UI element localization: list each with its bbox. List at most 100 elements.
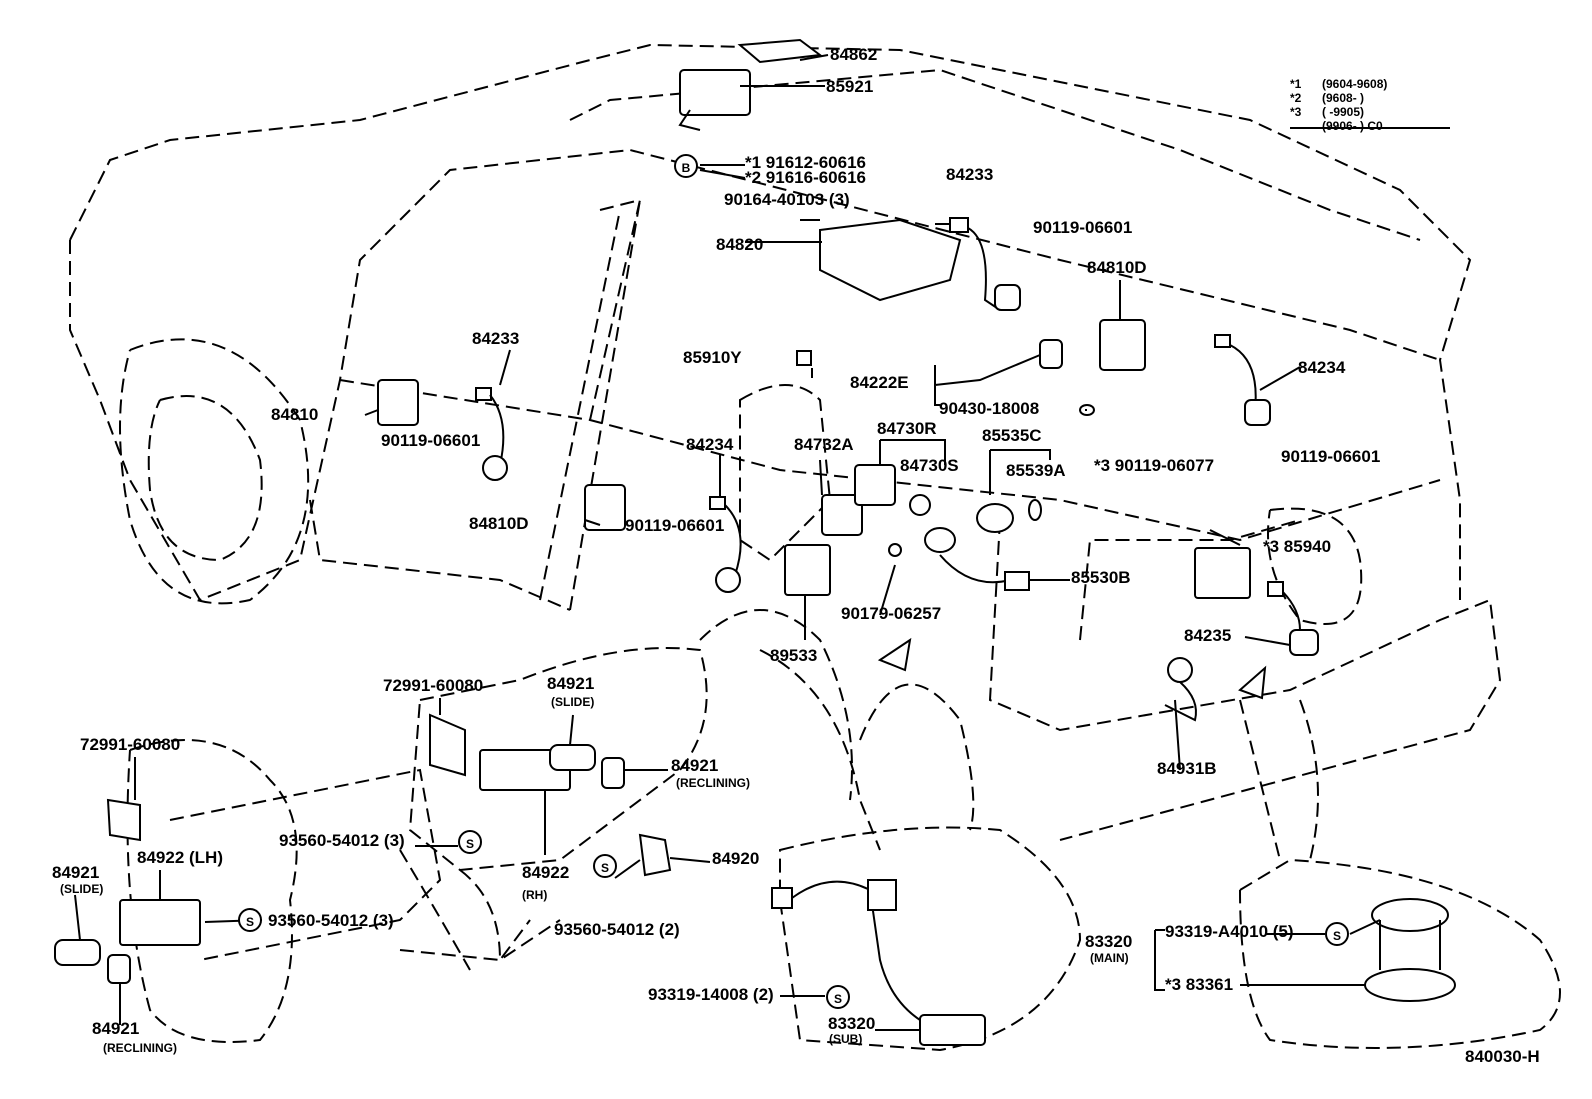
callout-circle <box>674 154 698 178</box>
part-label: *3 85940 <box>1263 537 1331 556</box>
part-84820 <box>819 218 962 302</box>
callout-circle <box>458 830 482 854</box>
part-label: (SLIDE) <box>551 695 594 709</box>
part-label: *3 83361 <box>1165 975 1233 994</box>
part-84921-reclining-right <box>601 757 625 789</box>
part-label: (RECLINING) <box>103 1041 177 1055</box>
part-84730S <box>909 494 931 516</box>
part-label: 90179-06257 <box>841 604 941 623</box>
part-label: 85910Y <box>683 348 742 367</box>
diagram-id: 840030-H <box>1465 1047 1540 1066</box>
part-label: (RH) <box>522 888 547 902</box>
part-label: 84810D <box>1087 258 1147 277</box>
part-84862 <box>737 38 823 64</box>
part-label: 84233 <box>472 329 519 348</box>
part-label: 90164-40103 (3) <box>724 190 850 209</box>
part-84922-lh <box>119 899 201 946</box>
part-72991-60080-right <box>429 713 466 777</box>
part-label: 84235 <box>1184 626 1231 645</box>
part-84931B <box>1167 657 1193 683</box>
leader-lines <box>74 54 1450 1031</box>
callout-letter: S <box>601 861 609 875</box>
legend-mark: *3 <box>1290 105 1302 119</box>
part-label: (RECLINING) <box>676 776 750 790</box>
legend-range: (9604-9608) <box>1322 77 1387 91</box>
part-85910Y <box>796 350 812 366</box>
part-83320-main <box>1371 898 1449 932</box>
legend-range: ( -9905) <box>1322 105 1364 119</box>
part-label: 90119-06601 <box>625 516 724 535</box>
part-label: 85530B <box>1071 568 1131 587</box>
part-label: 84931B <box>1157 759 1217 778</box>
callout-letter: S <box>834 992 842 1006</box>
part-84234-right <box>1244 399 1271 426</box>
part-85921 <box>679 69 751 116</box>
part-label: 85539A <box>1006 461 1066 480</box>
part-84921-slide-right <box>549 744 596 771</box>
part-84810 <box>377 379 419 426</box>
callout-circle <box>1325 922 1349 946</box>
part-83320-sub-sender <box>867 879 897 911</box>
part-label: 84234 <box>1298 358 1346 377</box>
part-label: 90430-18008 <box>939 399 1039 418</box>
part-84732A <box>821 494 863 536</box>
vehicle-outline <box>69 43 1561 1052</box>
callout-circle <box>238 908 262 932</box>
part-label: 84820 <box>716 235 763 254</box>
part-label: 84862 <box>830 45 877 64</box>
part-85940 <box>1194 547 1251 599</box>
legend-mark: *2 <box>1290 91 1302 105</box>
part-label: 93560-54012 (2) <box>554 920 680 939</box>
part-label: 85535C <box>982 426 1042 445</box>
part-label: 84730R <box>877 419 937 438</box>
callout-circle <box>593 854 617 878</box>
callout-letter: S <box>246 915 254 929</box>
part-84730R <box>854 464 896 506</box>
part-89533 <box>784 544 831 596</box>
legend-range: (9906- ) C0 <box>1322 119 1383 133</box>
part-label: 89533 <box>770 646 817 665</box>
part-label: 84730S <box>900 456 959 475</box>
part-label: 90119-06601 <box>1281 447 1380 466</box>
callout-letter: S <box>466 837 474 851</box>
callout-circles: B S S S S S <box>238 154 1349 1009</box>
part-72991-60080-left <box>106 798 141 842</box>
part-labels: 84862 85921 *1 91612-60616*2 91616-60616 90… <box>52 45 1380 1055</box>
callout-letter: B <box>682 161 691 175</box>
part-label: 72991-60080 <box>383 676 483 695</box>
part-label: 83320 <box>828 1014 875 1033</box>
part-90179-06257 <box>888 543 902 557</box>
part-label: *1 91612-60616 <box>745 153 866 172</box>
callout-letter: S <box>1333 929 1341 943</box>
part-85539A <box>1028 499 1042 521</box>
part-label: 93319-A4010 (5) <box>1165 922 1294 941</box>
part-label: 84920 <box>712 849 759 868</box>
part-label: 84810 <box>271 405 318 424</box>
part-label: (MAIN) <box>1090 951 1129 965</box>
parts <box>54 38 1456 1046</box>
part-83320-sub <box>919 1014 986 1046</box>
part-label: 84921 <box>92 1019 139 1038</box>
connector-84233-upper <box>949 217 969 233</box>
part-label: (SLIDE) <box>60 882 103 896</box>
part-label: (SUB) <box>829 1032 862 1046</box>
part-label: 84732A <box>794 435 854 454</box>
part-84810D-left <box>584 484 626 531</box>
part-label: 84922 <box>522 863 569 882</box>
part-label: *3 90119-06077 <box>1094 456 1214 475</box>
part-label: *2 91616-60616 <box>745 168 866 187</box>
part-84222E <box>1039 339 1063 369</box>
legend: *1(9604-9608)*2(9608- )*3( -9905)(9906- … <box>1290 77 1387 133</box>
part-label: 72991-60080 <box>80 735 180 754</box>
part-label: 90119-06601 <box>381 431 480 450</box>
part-label: 83320 <box>1085 932 1132 951</box>
part-label: 90119-06601 <box>1033 218 1132 237</box>
part-label: 84921 <box>547 674 594 693</box>
part-label: 85921 <box>826 77 873 96</box>
part-84810D-right <box>1099 319 1146 371</box>
part-84920 <box>638 833 672 877</box>
part-label: 84234 <box>686 435 734 454</box>
part-label: 84233 <box>946 165 993 184</box>
legend-mark: *1 <box>1290 77 1302 91</box>
